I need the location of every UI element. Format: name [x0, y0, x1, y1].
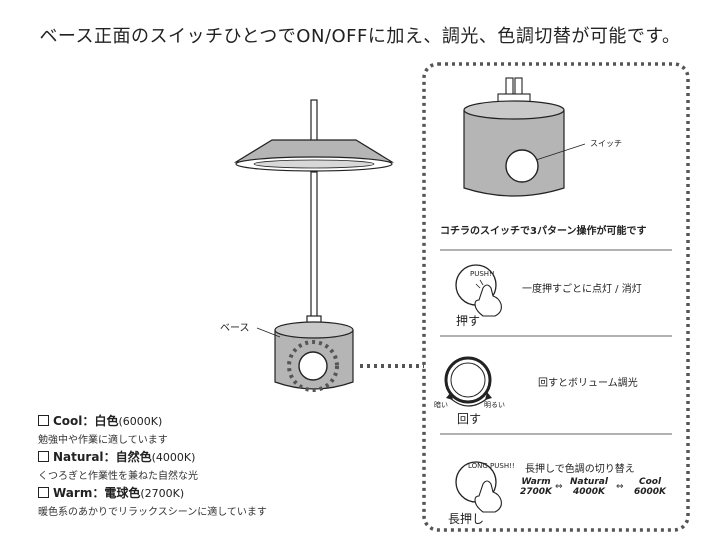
- checkbox-icon: [38, 487, 49, 498]
- mode-warm: Warm：電球色(2700K) 暖色系のあかりでリラックスシーンに適しています: [38, 486, 267, 518]
- checkbox-icon: [38, 451, 49, 462]
- switch-label: スイッチ: [590, 139, 622, 148]
- cycle-arrow-icon: ⇔: [616, 482, 624, 492]
- cycle-arrow-icon: ⇔: [555, 482, 563, 492]
- detail-switch: [505, 149, 539, 183]
- dial-action: 回す: [457, 412, 482, 426]
- lamp-switch: [298, 351, 328, 381]
- hand-icon: [474, 284, 502, 317]
- long-push-badge: LONG PUSH!!: [468, 462, 515, 470]
- page-headline: ベース正面のスイッチひとつでON/OFFに加え、調光、色調切替が可能です。: [39, 26, 681, 47]
- long-push-action: 長押し: [448, 512, 485, 526]
- push-description: 一度押すごとに点灯 / 消灯: [522, 284, 642, 295]
- hand-icon-long: [474, 480, 502, 513]
- long-push-description: 長押しで色調の切り替え: [525, 464, 635, 475]
- checkbox-icon: [38, 415, 49, 426]
- mode-description: 勉強中や作業に適しています: [38, 435, 168, 446]
- mode-natural: Natural：自然色(4000K) くつろぎと作業性を兼ねた自然な光: [38, 450, 198, 482]
- lamp-pole: [310, 171, 318, 321]
- dial-scale-low: 暗い: [434, 401, 448, 409]
- detail-caption: コチラのスイッチで3パターン操作が可能です: [440, 226, 647, 237]
- detail-panel-frame: [422, 62, 690, 532]
- lamp-shade: [233, 139, 395, 163]
- mode-cool: Cool：白色(6000K) 勉強中や作業に適しています: [38, 414, 168, 446]
- dial-description: 回すとボリューム調光: [538, 378, 638, 389]
- push-action: 押す: [456, 314, 481, 328]
- mode-description: くつろぎと作業性を兼ねた自然な光: [38, 471, 198, 482]
- base-label: ベース: [220, 323, 250, 334]
- mode-description: 暖色系のあかりでリラックスシーンに適しています: [38, 507, 267, 518]
- lamp-switch-highlight: [287, 340, 339, 392]
- push-badge: PUSH!!: [470, 270, 495, 278]
- dial-scale-high: 明るい: [484, 401, 505, 409]
